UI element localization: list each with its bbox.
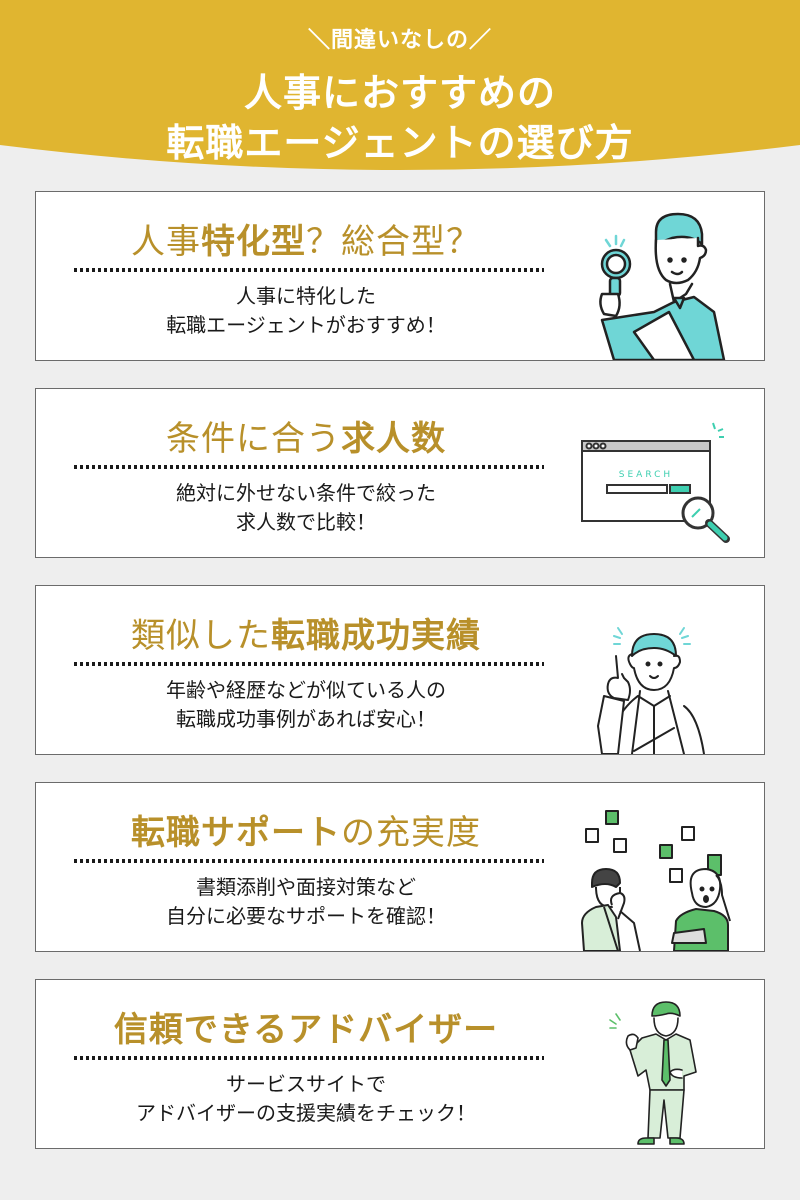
card-title-part-bold: 求人数 xyxy=(341,419,446,459)
card-description: サービスサイトで アドバイザーの支援実績をチェック！ xyxy=(36,1070,576,1128)
dotted-divider xyxy=(74,1056,544,1060)
card-description-line: 自分に必要なサポートを確認！ xyxy=(166,904,446,928)
header-background xyxy=(0,0,800,170)
card-title: 類似した転職成功実績 xyxy=(36,608,576,657)
card-title: 転職サポートの充実度 xyxy=(36,805,576,854)
dotted-divider xyxy=(74,662,544,666)
card-title-part-bold: 転職成功実績 xyxy=(271,616,481,656)
card-title-part-bold: 特化型 xyxy=(201,222,306,262)
card-title-part: ？総合型？ xyxy=(306,222,481,262)
card-description-line: 年齢や経歴などが似ている人の xyxy=(166,678,446,702)
dotted-divider xyxy=(74,859,544,863)
businessman-with-magnifying-glass-icon xyxy=(599,212,726,360)
search-window-icon: SEARCH xyxy=(581,422,730,543)
card-title-part-bold: 転職サポート xyxy=(131,813,341,853)
card-support: 転職サポートの充実度 書類添削や面接対策など 自分に必要なサポートを確認！ xyxy=(35,782,765,952)
card-description-line: アドバイザーの支援実績をチェック！ xyxy=(136,1101,476,1125)
header-title-line1: 人事におすすめの xyxy=(243,71,556,115)
card-description: 年齢や経歴などが似ている人の 転職成功事例があれば安心！ xyxy=(36,676,576,734)
two-people-with-checkboxes-icon xyxy=(581,810,731,951)
card-title-part: 条件に合う xyxy=(166,419,341,459)
card-description-line: 絶対に外せない条件で絞った xyxy=(176,481,436,505)
svg-text:SEARCH: SEARCH xyxy=(619,470,673,480)
card-job-count: 条件に合う求人数 絶対に外せない条件で絞った 求人数で比較！ SEARCH xyxy=(35,388,765,558)
card-title-part-bold: 信頼できるアドバイザー xyxy=(113,1010,499,1050)
card-title: 信頼できるアドバイザー xyxy=(36,1002,576,1051)
card-title-part: 類似した xyxy=(131,616,271,656)
card-title: 人事特化型？総合型？ xyxy=(36,214,576,263)
confident-businessman-icon xyxy=(609,1001,697,1145)
card-title-part: 人事 xyxy=(131,222,201,262)
card-title-part: の充実度 xyxy=(341,813,481,853)
card-advisor: 信頼できるアドバイザー サービスサイトで アドバイザーの支援実績をチェック！ xyxy=(35,979,765,1149)
dotted-divider xyxy=(74,268,544,272)
card-description-line: 人事に特化した xyxy=(236,284,376,308)
card-description-line: 転職エージェントがおすすめ！ xyxy=(166,313,446,337)
card-description-line: 求人数で比較！ xyxy=(236,510,376,534)
card-description: 人事に特化した 転職エージェントがおすすめ！ xyxy=(36,282,576,340)
card-title: 条件に合う求人数 xyxy=(36,411,576,460)
card-description-line: 書類添削や面接対策など xyxy=(196,875,416,899)
card-description-line: サービスサイトで xyxy=(226,1072,386,1096)
man-pointing-up-icon xyxy=(597,627,705,754)
card-description: 絶対に外せない条件で絞った 求人数で比較！ xyxy=(36,479,576,537)
card-specialization: 人事特化型？総合型？ 人事に特化した 転職エージェントがおすすめ！ xyxy=(35,191,765,361)
header-banner: ＼間違いなしの／ 人事におすすめの 転職エージェントの選び方 xyxy=(0,0,800,175)
card-description-line: 転職成功事例があれば安心！ xyxy=(176,707,436,731)
card-success-record: 類似した転職成功実績 年齢や経歴などが似ている人の 転職成功事例があれば安心！ xyxy=(35,585,765,755)
dotted-divider xyxy=(74,465,544,469)
card-description: 書類添削や面接対策など 自分に必要なサポートを確認！ xyxy=(36,873,576,931)
header-title-line2: 転職エージェントの選び方 xyxy=(166,121,634,165)
header-subtitle: ＼間違いなしの／ xyxy=(307,28,492,53)
